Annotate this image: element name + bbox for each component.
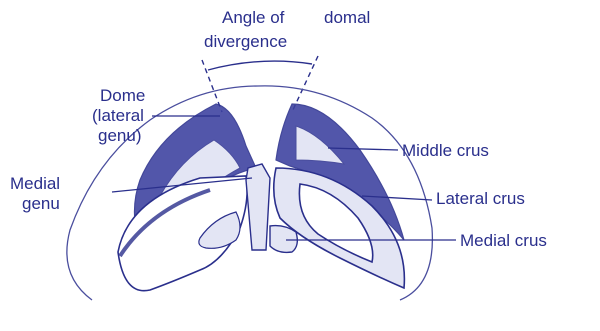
- label-medial-crus: Medial crus: [460, 231, 547, 251]
- divergence-arc: [208, 61, 312, 70]
- label-dome-lateral: (lateral: [92, 106, 144, 126]
- label-divergence: divergence: [204, 32, 287, 52]
- medial-genu-strip: [246, 164, 270, 250]
- label-medial-genu-2: genu: [22, 194, 60, 214]
- label-dome-genu: genu): [98, 126, 141, 146]
- label-angle-of: Angle of: [222, 8, 284, 28]
- label-dome: Dome: [100, 86, 145, 106]
- label-lateral-crus: Lateral crus: [436, 189, 525, 209]
- label-medial-genu-1: Medial: [10, 174, 60, 194]
- label-domal: domal: [324, 8, 370, 28]
- right-medial-crus-foot: [270, 226, 297, 253]
- label-middle-crus: Middle crus: [402, 141, 489, 161]
